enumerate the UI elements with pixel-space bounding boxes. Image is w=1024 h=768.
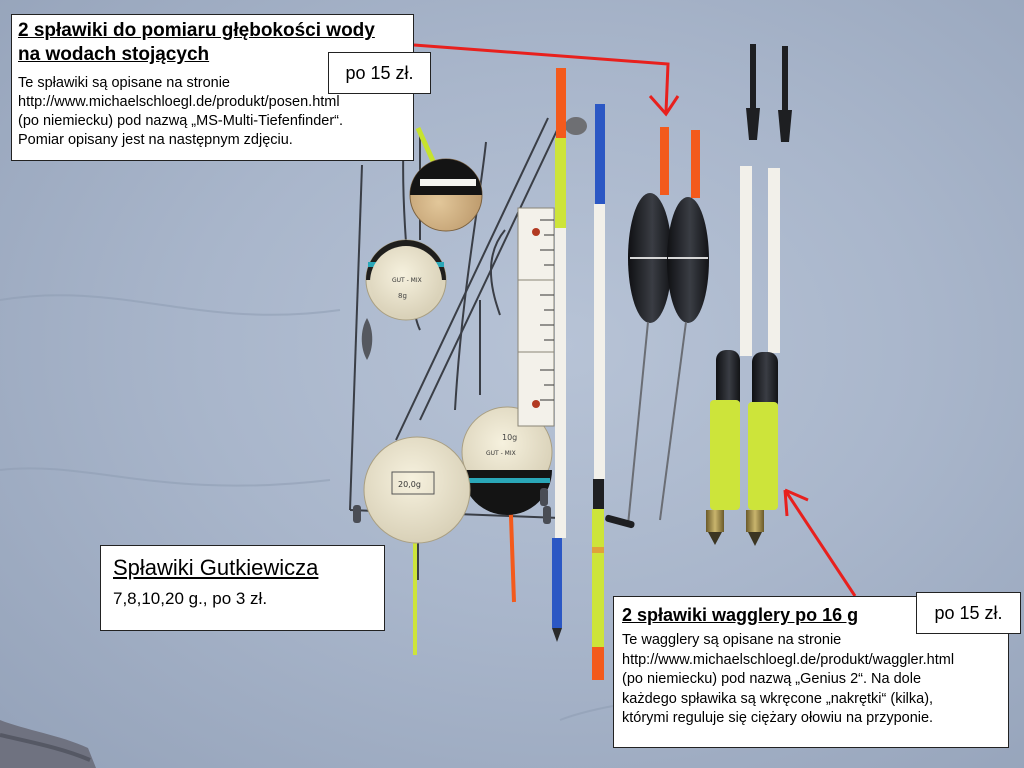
disc-float-10g: GUT - MIX 10g bbox=[461, 406, 553, 515]
waggler-price: po 15 zł. bbox=[916, 592, 1021, 634]
annotation-arrow-top bbox=[413, 43, 680, 117]
long-stick-float-2 bbox=[592, 104, 605, 680]
disc-8g-weight: 8g bbox=[398, 292, 407, 300]
lead-weight-top bbox=[565, 117, 587, 135]
disc-10g-brand: GUT - MIX bbox=[486, 450, 516, 457]
depth-finder-price: po 15 zł. bbox=[328, 52, 431, 94]
disc-float-8g: GUT - MIX 8g bbox=[365, 239, 447, 321]
disc-20g-weight: 20,0g bbox=[398, 480, 421, 489]
waggler-float-1 bbox=[706, 44, 760, 545]
depth-finder-info-box: 2 spławiki do pomiaru głębokości wody na… bbox=[11, 14, 414, 161]
depth-finder-heading: 2 spławiki do pomiaru głębokości wody na… bbox=[18, 20, 375, 65]
folding-ruler bbox=[517, 207, 555, 427]
depth-finder-float-1 bbox=[627, 127, 672, 526]
waggler-float-2 bbox=[746, 46, 792, 546]
waggler-description: Te wagglery są opisane na stronie http:/… bbox=[622, 632, 955, 726]
long-stick-float-1 bbox=[552, 68, 566, 642]
wooden-disc-float bbox=[409, 158, 483, 232]
disc-10g-weight: 10g bbox=[502, 433, 517, 442]
depth-finder-float-2 bbox=[605, 130, 709, 529]
gutkiewicz-info-box: Spławiki Gutkiewicza 7,8,10,20 g., po 3 … bbox=[100, 545, 385, 631]
shoe-corner bbox=[0, 720, 96, 768]
waggler-heading: 2 spławiki wagglery po 16 g bbox=[622, 605, 859, 625]
disc-8g-brand: GUT - MIX bbox=[392, 277, 422, 284]
waggler-info-box: 2 spławiki wagglery po 16 g Te wagglery … bbox=[613, 596, 1009, 748]
lead-weight bbox=[361, 318, 373, 360]
gutkiewicz-heading: Spławiki Gutkiewicza bbox=[113, 555, 319, 580]
depth-finder-description: Te spławiki są opisane na stronie http:/… bbox=[18, 75, 344, 148]
gutkiewicz-description: 7,8,10,20 g., po 3 zł. bbox=[113, 589, 268, 608]
gutkiewicz-wires bbox=[349, 117, 561, 580]
annotation-arrow-bottom bbox=[783, 488, 857, 597]
swivels bbox=[353, 488, 551, 524]
disc-float-20g: 20,0g bbox=[363, 436, 471, 544]
